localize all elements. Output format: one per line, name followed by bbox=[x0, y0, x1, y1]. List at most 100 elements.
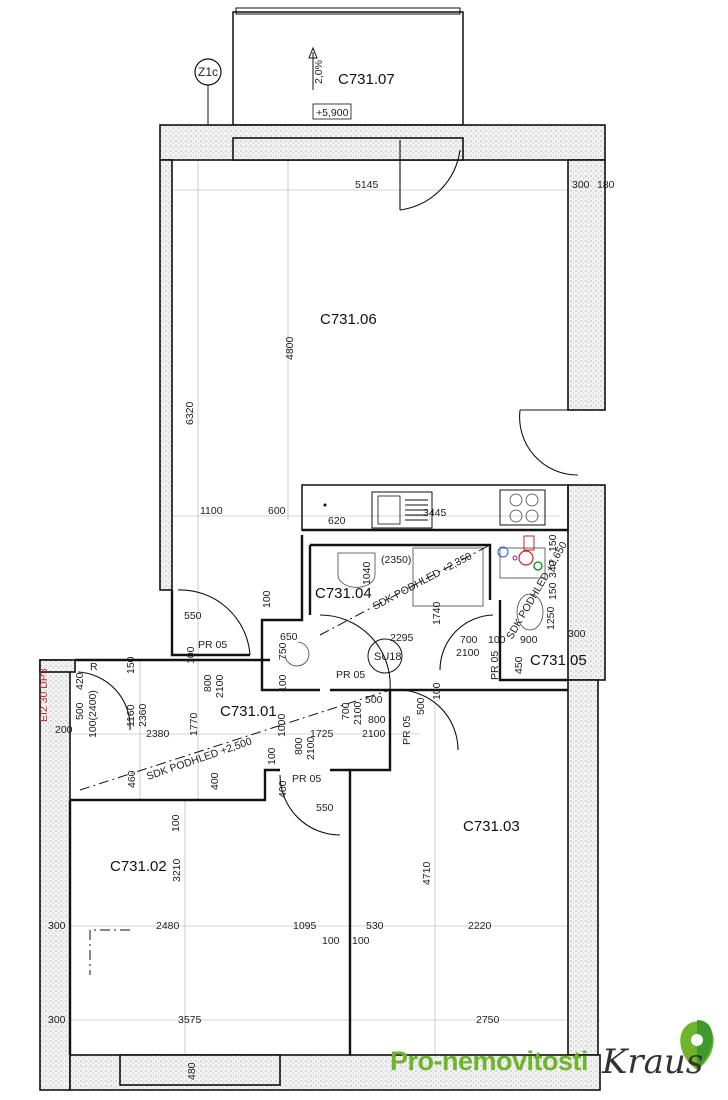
dimension-label: 2100 bbox=[305, 736, 317, 760]
room-label-living: C731.06 bbox=[320, 311, 377, 328]
dimension-label: 100 bbox=[170, 814, 182, 832]
door-label: PR 05 bbox=[292, 773, 321, 785]
dimension-label: 6320 bbox=[184, 401, 196, 425]
slope-label: 2,0% bbox=[313, 60, 325, 84]
dimension-label: 620 bbox=[328, 515, 346, 527]
dimension-label: 750 bbox=[277, 642, 289, 660]
dimension-label: 100 bbox=[352, 935, 370, 947]
door-label: PR 05 bbox=[198, 639, 227, 651]
level-label: +5,900 bbox=[316, 107, 349, 119]
door-bedroom-left[interactable] bbox=[279, 774, 341, 836]
dimension-label: 150 bbox=[547, 534, 559, 552]
ceiling-label-hall: SDK PODHLED +2,500 bbox=[145, 735, 254, 782]
dimension-label: 100 bbox=[277, 674, 289, 692]
logo-brand: Pro-nemovitosti bbox=[390, 1046, 589, 1076]
dimension-label: 2100 bbox=[362, 728, 386, 740]
door-label: PR 05 bbox=[489, 651, 501, 680]
dimension-label: 300 bbox=[48, 1014, 66, 1026]
dimension-label: 100 bbox=[261, 590, 273, 608]
dimension-label: 1040 bbox=[361, 561, 373, 585]
room-label-bedroom-left: C731.02 bbox=[110, 858, 167, 875]
dimension-label: 400 bbox=[277, 780, 289, 798]
dimension-label: 450 bbox=[513, 656, 525, 674]
dimension-label: 100 bbox=[185, 646, 197, 664]
dimension-label: 4800 bbox=[284, 336, 296, 360]
room-label-hall: C731.01 bbox=[220, 703, 277, 720]
dimension-label: 3210 bbox=[171, 858, 183, 882]
shower-tray bbox=[412, 547, 484, 607]
room-label-wc: C731.05 bbox=[530, 652, 587, 669]
dimension-label: 100 bbox=[488, 634, 506, 646]
dimension-label: 2480 bbox=[156, 920, 180, 932]
door-label: PR 05 bbox=[401, 716, 413, 745]
dimension-label: 400 bbox=[209, 772, 221, 790]
door-label: PR 05 bbox=[336, 669, 365, 681]
dimension-label: 600 bbox=[268, 505, 286, 517]
dimension-label: 3575 bbox=[178, 1014, 202, 1026]
dimension-label: 550 bbox=[184, 610, 202, 622]
dimension-label: 2360 bbox=[137, 703, 149, 727]
dimension-label: 200 bbox=[55, 724, 73, 736]
dimension-label: (2350) bbox=[381, 554, 411, 566]
dimension-label: 1250 bbox=[545, 606, 557, 630]
dimension-label: 2100 bbox=[352, 701, 364, 725]
dimension-label: 500 bbox=[415, 697, 427, 715]
room-label-bedroom-right: C731.03 bbox=[463, 818, 520, 835]
dimension-label: 300 bbox=[48, 920, 66, 932]
dimension-label: 3445 bbox=[423, 507, 447, 519]
door-bath[interactable] bbox=[319, 614, 391, 691]
toilet-icon bbox=[516, 593, 544, 631]
dimension-label: 1160 bbox=[125, 704, 137, 727]
dimension-label: 1100 bbox=[200, 505, 223, 517]
exterior-walls bbox=[39, 124, 606, 1091]
dimension-label: 800 bbox=[368, 714, 386, 726]
doors bbox=[77, 544, 494, 975]
window-door-swing[interactable] bbox=[519, 409, 580, 476]
dimension-label: 5145 bbox=[355, 179, 379, 191]
dimension-label: 2100 bbox=[456, 647, 480, 659]
room-label-bathroom: C731.04 bbox=[315, 585, 372, 602]
su-label: SU18 bbox=[374, 651, 402, 663]
dimension-label: 1095 bbox=[293, 920, 317, 932]
dimension-label: 1000 bbox=[276, 713, 288, 737]
sink-icon bbox=[337, 552, 376, 588]
door-wc[interactable] bbox=[439, 614, 494, 671]
dimension-label: 650 bbox=[280, 631, 298, 643]
dimension-label: 300 bbox=[568, 628, 586, 640]
dimension-label: 500 bbox=[365, 694, 383, 706]
dimension-label: 500 bbox=[74, 702, 86, 720]
axis-label: Z1c bbox=[198, 65, 218, 79]
dimension-grid bbox=[40, 160, 600, 1055]
door-bedroom-right[interactable] bbox=[397, 689, 459, 751]
dimension-label: 1740 bbox=[431, 601, 443, 625]
dimension-label: 460 bbox=[126, 770, 138, 788]
balcony-door[interactable] bbox=[399, 140, 461, 211]
dimension-label: 100 bbox=[431, 682, 443, 700]
door-living[interactable] bbox=[177, 589, 251, 656]
fire-door-label: EI2 30 DP3 bbox=[38, 668, 50, 722]
dimension-label: 100 bbox=[322, 935, 340, 947]
dimension-label: 300 bbox=[572, 179, 590, 191]
interior-walls bbox=[68, 528, 568, 1055]
dimension-label: 2220 bbox=[468, 920, 492, 932]
dimension-label: 150 bbox=[125, 656, 137, 674]
dimension-label: 530 bbox=[366, 920, 384, 932]
dimension-label: 700 bbox=[340, 702, 352, 720]
bathroom-fixtures bbox=[284, 535, 546, 674]
ceiling-label-wc: SDK PODHLED +2,650 bbox=[504, 540, 570, 642]
dimension-label: 2380 bbox=[146, 728, 170, 740]
logo-name: Kraus bbox=[602, 1042, 704, 1082]
dimension-label: 550 bbox=[316, 802, 334, 814]
dimension-label: 700 bbox=[460, 634, 478, 646]
dimension-label: 2750 bbox=[476, 1014, 500, 1026]
door-entrance[interactable] bbox=[77, 671, 131, 731]
dimension-label: 800 bbox=[293, 737, 305, 755]
dimension-label: 420 bbox=[74, 672, 86, 690]
r-label: R bbox=[90, 661, 98, 673]
dimensions: 5145 300 180 4800 6320 1100 600 620 3445… bbox=[48, 179, 615, 1080]
dimension-label: 150 bbox=[547, 582, 559, 600]
washer-icon bbox=[284, 641, 310, 667]
dimension-label: 2100 bbox=[214, 674, 226, 698]
logo-pin-icon bbox=[680, 1020, 714, 1088]
boiler bbox=[499, 547, 546, 579]
